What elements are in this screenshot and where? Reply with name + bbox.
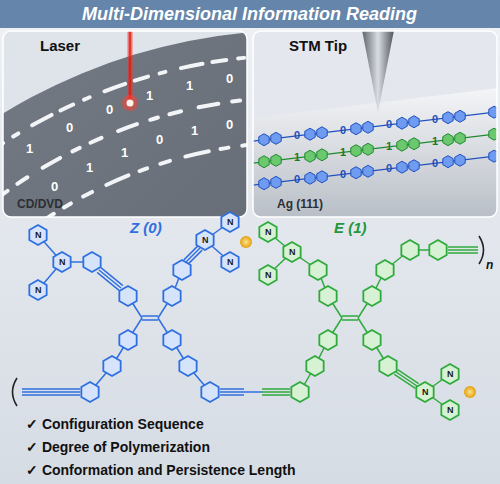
feature-item: ✓ Degree of Polymerization xyxy=(26,439,210,455)
bit-digit: 0 xyxy=(340,124,346,137)
bit-digit: 1 xyxy=(294,151,300,164)
atom-label: N xyxy=(422,387,429,397)
atom-label: N xyxy=(447,405,454,415)
bit-digit: 1 xyxy=(86,161,93,176)
atom-label: N xyxy=(289,247,296,257)
bit-digit: 0 xyxy=(156,133,163,148)
bit-digit: 1 xyxy=(386,140,392,153)
feature-item: ✓ Configuration Sequence xyxy=(26,416,204,432)
atom-label: N xyxy=(35,285,42,295)
bit-digit: 0 xyxy=(386,118,392,131)
bit-digit: 1 xyxy=(186,79,193,94)
atom-label: N xyxy=(59,257,66,267)
surface-label: Ag (111) xyxy=(277,198,323,212)
tip-label: STM Tip xyxy=(289,37,347,54)
bit-digit: 0 xyxy=(432,157,438,170)
bit-digit: 0 xyxy=(226,72,233,87)
atom-label: N xyxy=(447,369,454,379)
cd-panel xyxy=(3,31,247,217)
title: Multi-Dimensional Information Reading xyxy=(82,4,417,25)
laser-label: Laser xyxy=(40,37,80,54)
bit-digit: 0 xyxy=(294,173,300,186)
stm-panel xyxy=(253,31,497,217)
polymer-bonds xyxy=(22,222,478,410)
polymer-rings xyxy=(13,212,484,420)
bit-digit: 0 xyxy=(294,129,300,142)
bit-digit: 0 xyxy=(51,180,58,195)
bit-digit: 0 xyxy=(386,162,392,175)
atom-label: N xyxy=(265,227,272,237)
bit-digit: 0 xyxy=(106,103,113,118)
atom-label: N xyxy=(265,270,272,280)
title-band xyxy=(0,0,500,28)
atom-label: N xyxy=(202,235,209,245)
bit-digit: 0 xyxy=(66,121,73,136)
bit-digit: 1 xyxy=(146,89,153,104)
feature-item: ✓ Conformation and Persistence Length xyxy=(26,462,295,478)
bit-digit: 1 xyxy=(340,146,346,159)
atom-label: N xyxy=(35,230,42,240)
atom-label: N xyxy=(227,217,234,227)
bit-digit: 0 xyxy=(432,113,438,126)
atom-label: N xyxy=(227,257,234,267)
bit-digit: 0 xyxy=(226,118,233,133)
bit-digit: 1 xyxy=(121,146,128,161)
isomer-label: E (1) xyxy=(334,219,367,236)
repeat-index: n xyxy=(486,259,493,273)
bit-digit: 1 xyxy=(191,124,198,139)
bit-digit: 0 xyxy=(340,168,346,181)
isomer-label: Z (0) xyxy=(130,219,162,236)
media-label: CD/DVD xyxy=(17,198,63,212)
bit-digit: 1 xyxy=(26,142,33,157)
bit-digit: 1 xyxy=(432,135,438,148)
